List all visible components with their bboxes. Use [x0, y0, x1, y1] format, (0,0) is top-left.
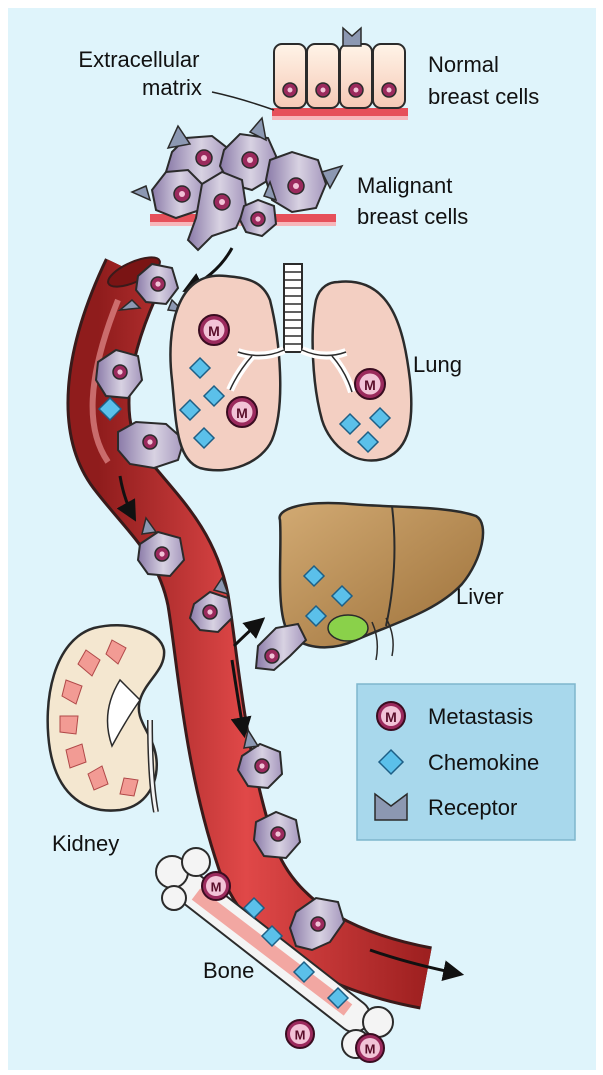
metastasis-icon: M [356, 1034, 384, 1062]
svg-text:M: M [211, 880, 222, 895]
metastasis-icon: M [355, 369, 385, 399]
svg-text:M: M [295, 1028, 306, 1043]
metastasis-icon: M [227, 397, 257, 427]
gallbladder [328, 615, 368, 641]
metastasis-icon: M [286, 1020, 314, 1048]
metastasis-icon: M [199, 315, 229, 345]
legend-label-chemokine: Chemokine [428, 750, 539, 775]
normal-cell [274, 44, 306, 108]
svg-text:M: M [208, 323, 220, 339]
normal-cell [307, 44, 339, 108]
metastasis-icon: M [202, 872, 230, 900]
liver-label: Liver [456, 584, 504, 609]
legend-item-metastasis: M Metastasis [377, 702, 533, 730]
legend: M Metastasis Chemokine Receptor [357, 684, 575, 840]
svg-text:M: M [365, 1042, 376, 1057]
circulating-tumor-cell [254, 812, 300, 858]
normal-cell [373, 44, 405, 108]
kidney-label: Kidney [52, 831, 119, 856]
legend-label-receptor: Receptor [428, 795, 517, 820]
normal-cell [340, 44, 372, 108]
bone-label: Bone [203, 958, 254, 983]
svg-text:M: M [236, 405, 248, 421]
metastasis-symbol: M [385, 709, 397, 725]
svg-text:M: M [364, 377, 376, 393]
lung-label: Lung [413, 352, 462, 377]
legend-label-metastasis: Metastasis [428, 704, 533, 729]
